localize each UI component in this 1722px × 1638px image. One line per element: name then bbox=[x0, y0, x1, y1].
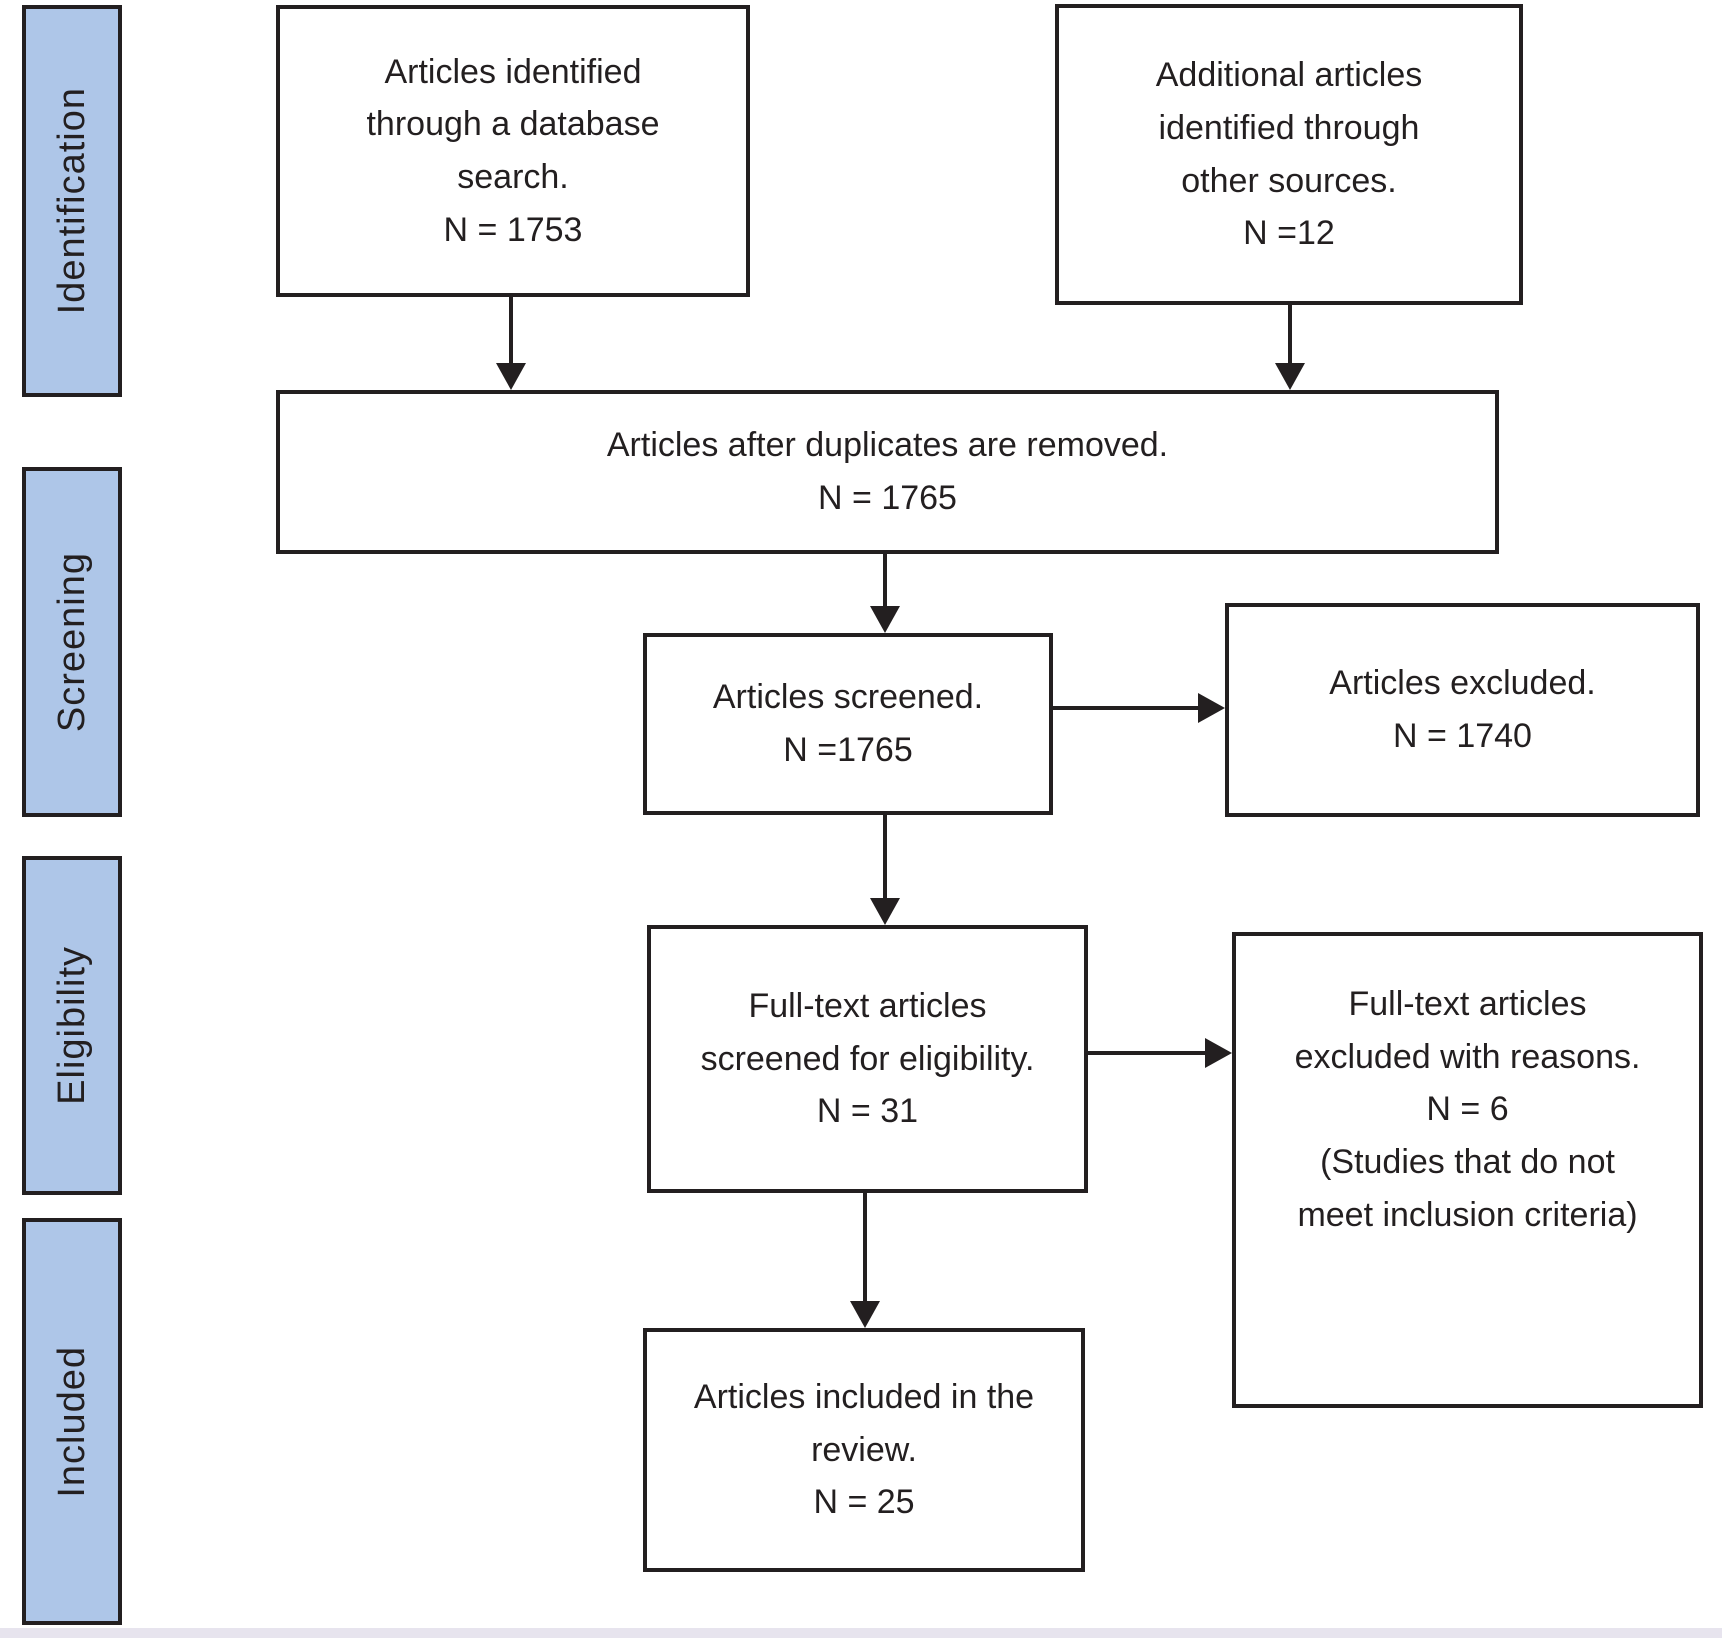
box-additional-articles: Additional articles identified through o… bbox=[1055, 4, 1523, 305]
arrow-line bbox=[883, 554, 887, 609]
arrow-head-right-icon bbox=[1205, 1038, 1232, 1068]
box-after-duplicates-removed-text: Articles after duplicates are removed. N… bbox=[606, 426, 1169, 517]
stage-eligibility: Eligibility bbox=[22, 856, 122, 1195]
page-edge-strip bbox=[0, 1628, 1722, 1638]
box-additional-articles-text: Additional articles identified through o… bbox=[1155, 56, 1423, 253]
arrow-head-right-icon bbox=[1198, 693, 1225, 723]
box-articles-included: Articles included in the review. N = 25 bbox=[643, 1328, 1085, 1572]
stage-identification-label: Identification bbox=[50, 87, 93, 315]
stage-identification: Identification bbox=[22, 5, 122, 397]
box-articles-identified-text: Articles identified through a database s… bbox=[366, 52, 660, 249]
box-articles-identified: Articles identified through a database s… bbox=[276, 5, 750, 297]
box-articles-excluded-text: Articles excluded. N = 1740 bbox=[1329, 664, 1596, 755]
box-articles-screened-text: Articles screened. N =1765 bbox=[712, 678, 984, 769]
box-articles-excluded: Articles excluded. N = 1740 bbox=[1225, 603, 1700, 817]
stage-eligibility-label: Eligibility bbox=[50, 946, 93, 1105]
box-fulltext-screened-text: Full-text articles screened for eligibil… bbox=[700, 986, 1035, 1131]
arrow-line bbox=[509, 297, 513, 366]
stage-included: Included bbox=[22, 1218, 122, 1625]
box-articles-included-text: Articles included in the review. N = 25 bbox=[693, 1377, 1035, 1522]
stage-included-label: Included bbox=[50, 1345, 93, 1498]
arrow-head-down-icon bbox=[496, 363, 526, 390]
stage-screening: Screening bbox=[22, 467, 122, 817]
arrow-line bbox=[1053, 706, 1201, 710]
stage-screening-label: Screening bbox=[50, 551, 93, 733]
arrow-head-down-icon bbox=[1275, 363, 1305, 390]
box-fulltext-excluded: Full-text articles excluded with reasons… bbox=[1232, 932, 1703, 1408]
arrow-head-down-icon bbox=[870, 898, 900, 925]
arrow-line bbox=[863, 1193, 867, 1304]
arrow-head-down-icon bbox=[870, 606, 900, 633]
arrow-head-down-icon bbox=[850, 1301, 880, 1328]
box-fulltext-excluded-text: Full-text articles excluded with reasons… bbox=[1294, 985, 1641, 1234]
arrow-line bbox=[1088, 1051, 1208, 1055]
box-articles-screened: Articles screened. N =1765 bbox=[643, 633, 1053, 815]
box-after-duplicates-removed: Articles after duplicates are removed. N… bbox=[276, 390, 1499, 554]
arrow-line bbox=[883, 815, 887, 901]
arrow-line bbox=[1288, 305, 1292, 366]
box-fulltext-screened: Full-text articles screened for eligibil… bbox=[647, 925, 1088, 1193]
